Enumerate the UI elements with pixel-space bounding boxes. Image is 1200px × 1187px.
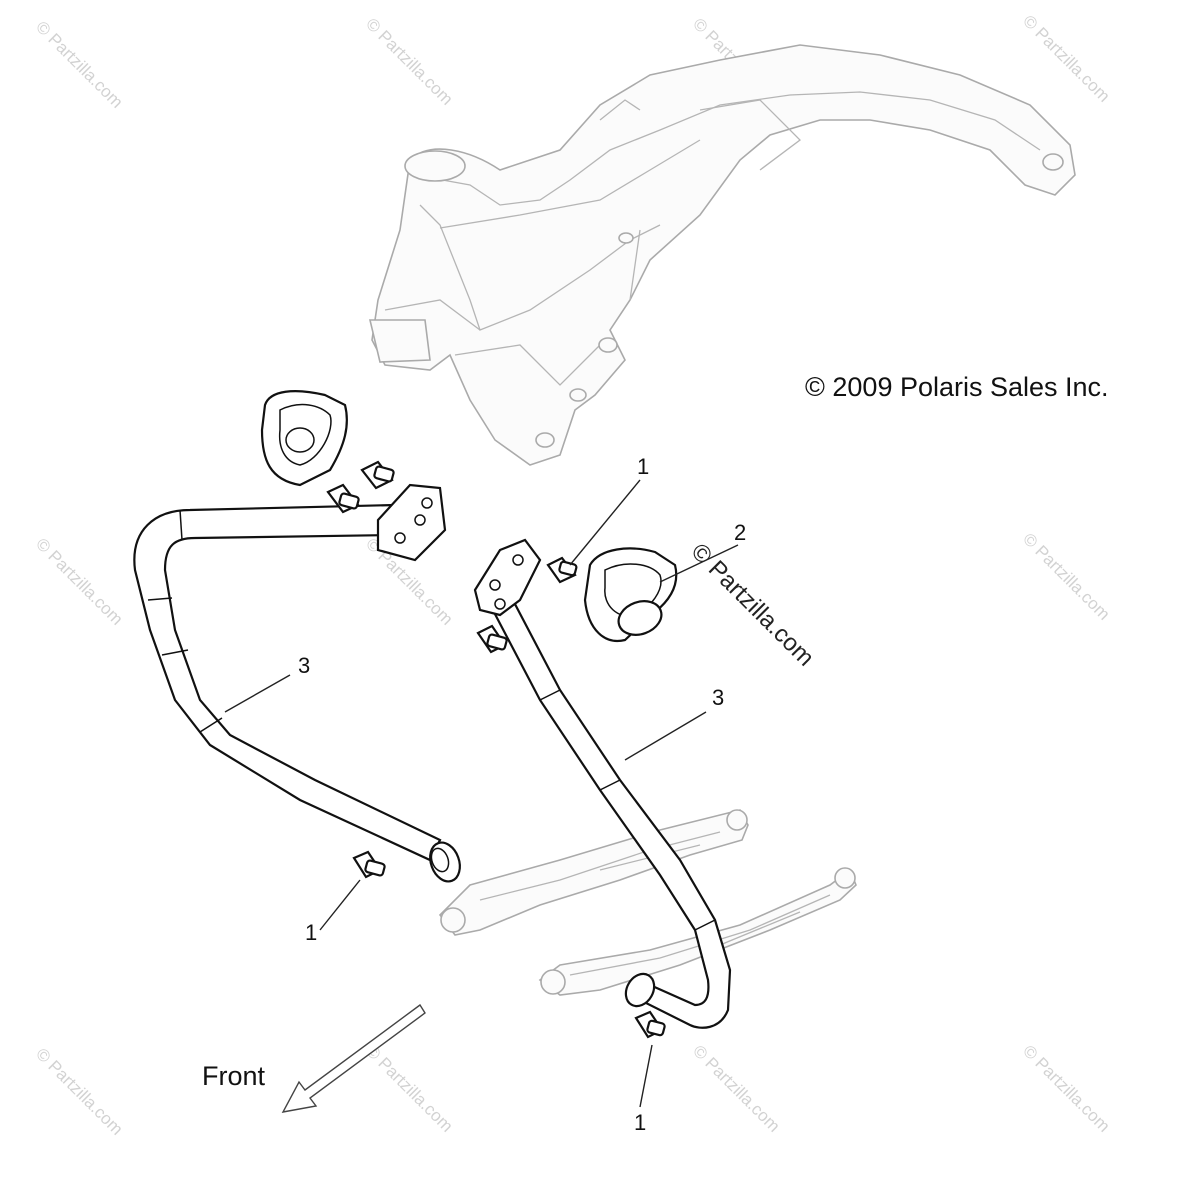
frame-outline — [368, 44, 1076, 466]
callout-bolt-left: 1 — [305, 920, 317, 945]
bolt-b — [326, 483, 360, 514]
front-label: Front — [202, 1061, 266, 1091]
bar-right — [473, 538, 732, 1029]
watermark: © Partzilla.com — [362, 1041, 456, 1135]
watermark: © Partzilla.com — [1019, 1041, 1113, 1135]
bolt-e — [352, 850, 386, 879]
bolt-f — [634, 1010, 666, 1039]
watermark: © Partzilla.com — [362, 14, 456, 108]
callout-bumper-block: 2 — [734, 520, 746, 545]
bumper-block-upper — [260, 390, 348, 487]
watermark: © Partzilla.com — [32, 534, 126, 628]
callout-bar-right: 3 — [712, 685, 724, 710]
callouts: 1 2 3 3 1 1 — [298, 454, 746, 1135]
bolt-d — [476, 624, 508, 654]
watermark: © Partzilla.com — [1019, 529, 1113, 623]
bolt-a — [360, 460, 395, 490]
leader-line — [659, 544, 739, 583]
watermark: © Partzilla.com — [32, 17, 126, 111]
leader-line — [224, 674, 291, 713]
watermark: © Partzilla.com — [1019, 11, 1113, 105]
leader-line — [319, 879, 361, 931]
callout-bar-left: 3 — [298, 653, 310, 678]
callout-bolt-bottom: 1 — [634, 1110, 646, 1135]
bar-left — [133, 483, 461, 883]
leader-line — [624, 711, 707, 761]
watermark-center: © Partzilla.com — [686, 538, 819, 671]
front-arrow-icon — [281, 1003, 426, 1113]
leader-line — [569, 479, 641, 566]
callout-bolt-upper: 1 — [637, 454, 649, 479]
watermark: © Partzilla.com — [32, 1044, 126, 1138]
suspension-arms — [438, 809, 857, 996]
copyright-notice: © 2009 Polaris Sales Inc. — [805, 372, 1109, 402]
bumper-block-right — [583, 547, 678, 643]
watermark: © Partzilla.com — [689, 1041, 783, 1135]
leader-lines — [224, 479, 739, 1108]
leader-line — [639, 1044, 653, 1108]
bolt-c — [546, 556, 578, 584]
